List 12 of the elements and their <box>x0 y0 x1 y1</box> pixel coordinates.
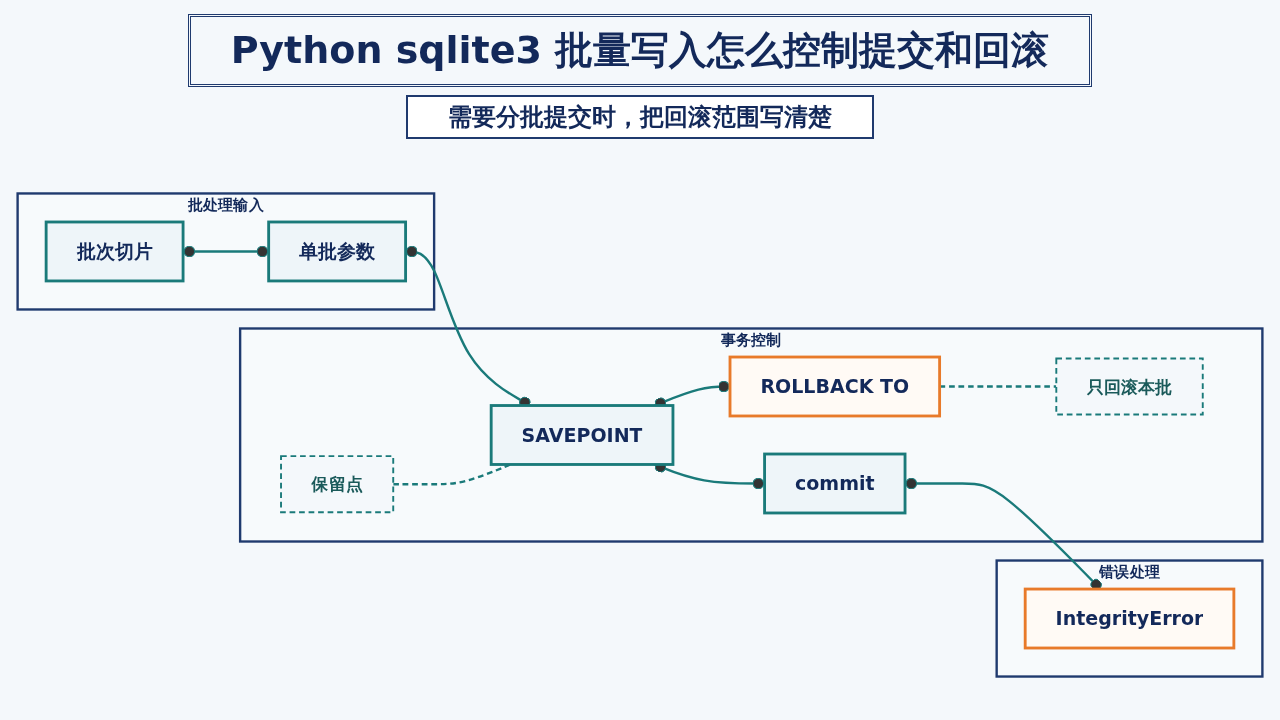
node-box: 保留点 <box>280 455 395 514</box>
node-box: 只回滚本批 <box>1055 357 1204 416</box>
connector <box>939 385 1057 388</box>
node-box: SAVEPOINT <box>489 404 675 466</box>
node-box: 单批参数 <box>267 220 407 283</box>
connector <box>183 245 269 258</box>
title: Python sqlite3 批量写入怎么控制提交和回滚 <box>187 14 1093 87</box>
node-box: IntegrityError <box>1023 587 1236 650</box>
node-box: commit <box>763 452 907 515</box>
subtitle: 需要分批提交时，把回滚范围写清楚 <box>406 95 874 139</box>
node-box: 批次切片 <box>44 220 185 283</box>
node-box: ROLLBACK TO <box>728 355 942 418</box>
